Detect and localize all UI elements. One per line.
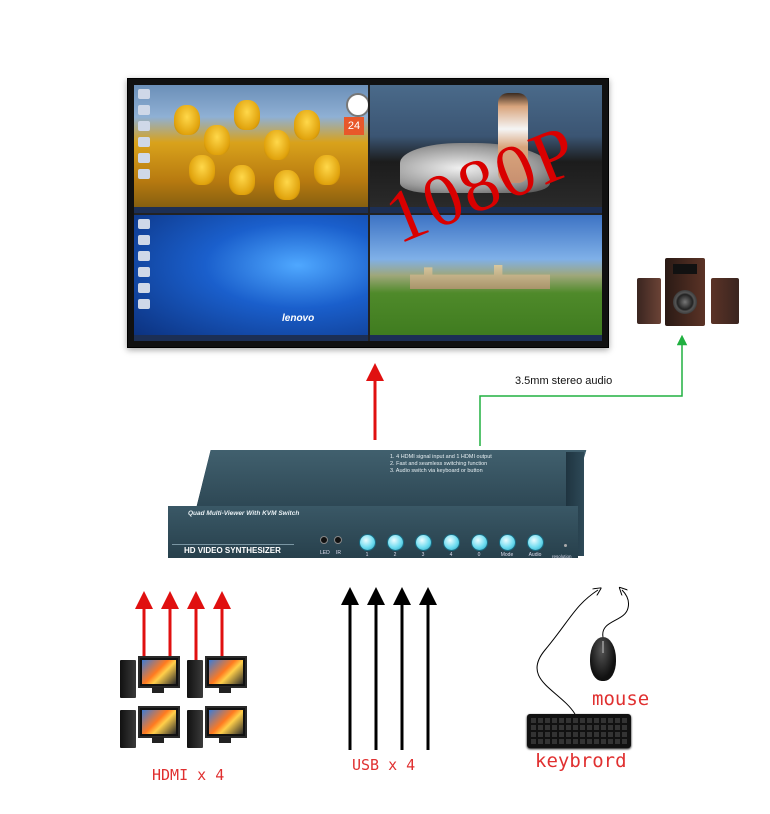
input-4-button[interactable]	[443, 534, 460, 551]
audio-link-label: 3.5mm stereo audio	[515, 375, 613, 387]
button-label: 0	[477, 552, 481, 558]
device-brand-label: HD VIDEO SYNTHESIZER	[184, 546, 281, 555]
right-speaker	[711, 278, 739, 324]
device-model-label: Quad Multi-Viewer With KVM Switch	[188, 510, 300, 517]
quadrant-tulips: 24	[134, 85, 368, 213]
quadrant-windows: lenovo	[134, 215, 368, 341]
input-3-button[interactable]	[415, 534, 432, 551]
monitor-screen: 24 lenovo 1080P	[134, 85, 602, 341]
taskbar	[134, 207, 368, 213]
usb-caption: USB x 4	[352, 756, 416, 774]
keyboard-icon	[527, 714, 631, 748]
button-label: 4	[449, 552, 453, 558]
speaker-system	[637, 254, 741, 326]
button-label: 1	[365, 552, 369, 558]
hdmi-caption: HDMI x 4	[152, 766, 225, 784]
taskbar	[370, 207, 602, 213]
audio-button[interactable]	[527, 534, 544, 551]
keyboard-cable	[536, 590, 598, 715]
left-speaker	[637, 278, 661, 324]
lenovo-logo: lenovo	[282, 313, 315, 324]
quad-multiviewer-kvm-device: 1. 4 HDMI signal input and 1 HDMI output…	[168, 450, 590, 560]
button-label: Audio	[528, 552, 542, 558]
device-feature-notes: 1. 4 HDMI signal input and 1 HDMI output…	[390, 454, 492, 475]
quadrant-landscape	[370, 215, 602, 341]
led-label: LED	[320, 550, 330, 556]
calendar-gadget: 24	[344, 117, 364, 135]
feature-note: 1. 4 HDMI signal input and 1 HDMI output	[390, 454, 492, 460]
brand-divider	[172, 544, 294, 557]
desktop-icons	[138, 89, 152, 185]
clock-gadget-icon	[346, 93, 368, 117]
feature-note: 2. Fast and seamless switching function	[390, 461, 488, 467]
feature-note: 3. Audio switch via keyboard or button	[390, 468, 483, 474]
quad-view-monitor: 24 lenovo 1080P	[127, 78, 609, 348]
mode-button[interactable]	[499, 534, 516, 551]
taskbar	[134, 335, 368, 341]
subwoofer	[665, 258, 705, 326]
input-0-button[interactable]	[471, 534, 488, 551]
desktop-icons	[138, 219, 152, 315]
source-computer-4	[187, 706, 247, 750]
taskbar	[370, 335, 602, 341]
button-label: 2	[393, 552, 397, 558]
input-2-button[interactable]	[387, 534, 404, 551]
audio-line	[479, 334, 688, 446]
ir-sensor	[334, 536, 342, 544]
button-label: 3	[421, 552, 425, 558]
source-computer-1	[120, 656, 180, 700]
person-image	[498, 93, 528, 183]
mouse-caption: mouse	[592, 688, 650, 710]
resolution-label: resolution	[552, 554, 572, 559]
mouse-icon	[590, 637, 616, 681]
source-computer-3	[120, 706, 180, 750]
quadrant-car	[370, 85, 602, 213]
source-computer-2	[187, 656, 247, 700]
keyboard-caption: keybrord	[535, 750, 627, 772]
resolution-button[interactable]	[564, 544, 567, 547]
ir-label: IR	[336, 550, 341, 556]
mouse-cable	[602, 590, 629, 638]
input-1-button[interactable]	[359, 534, 376, 551]
led-indicator	[320, 536, 328, 544]
button-label: Mode	[500, 552, 514, 558]
